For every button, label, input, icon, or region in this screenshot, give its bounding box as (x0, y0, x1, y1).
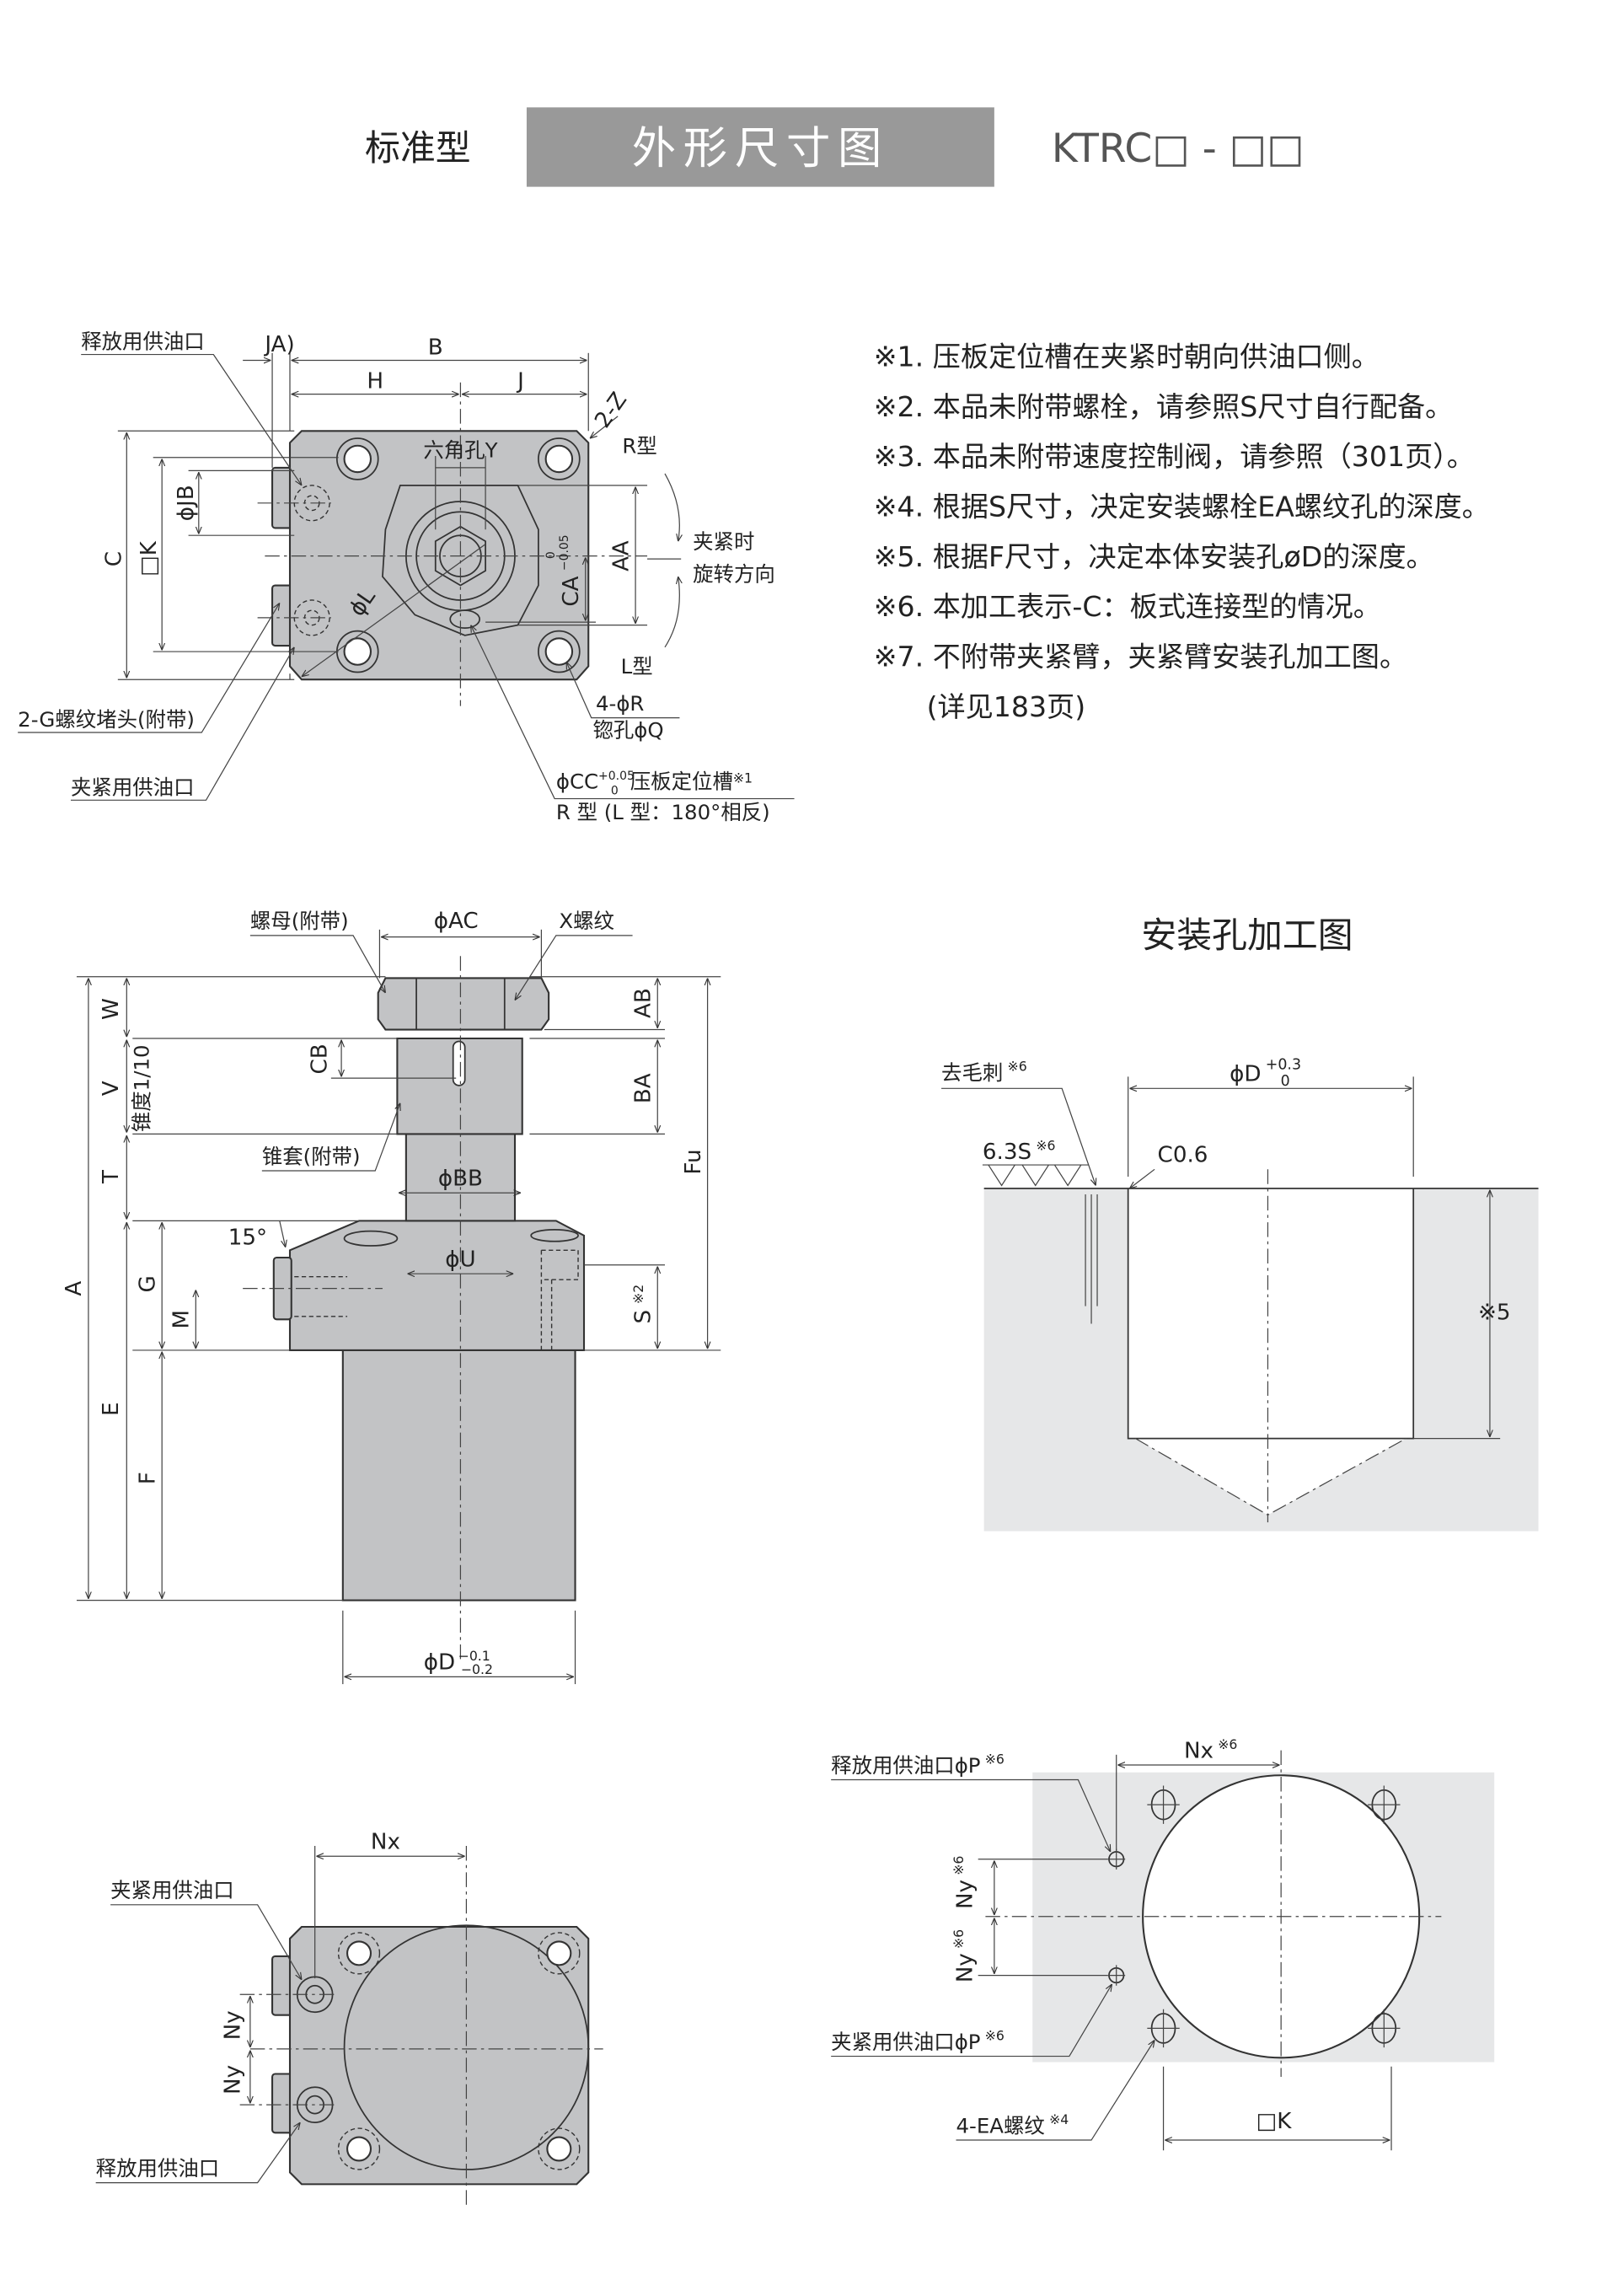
note-3: ※3. 本品未附带速度控制阀，请参照（301页）。 (874, 440, 1475, 473)
dim-cb: CB (308, 1043, 333, 1074)
dim-w: W (99, 998, 124, 1020)
dim-fu: Fu (681, 1149, 706, 1174)
center-lines (257, 382, 648, 706)
l-type-label: L型 (621, 654, 653, 679)
roughness-label: 6.3S※6 (983, 1138, 1056, 1165)
dim-f: F (135, 1472, 160, 1484)
plate-dim-ny-upper: Ny※6 (951, 1856, 978, 1909)
counterbore-label: 锪孔ϕQ (592, 717, 663, 742)
plate-release-port-label: 释放用供油口ϕP※6 (831, 1751, 1005, 1777)
bottom-release-port-label: 释放用供油口 (96, 2156, 220, 2181)
dim-ca: CA (559, 576, 584, 606)
note-4: ※4. 根据S尺寸，决定安装螺栓EA螺纹孔的深度。 (874, 491, 1490, 523)
taper-label: 锥度1/10 (129, 1044, 153, 1132)
mount-hole-title: 安装孔加工图 (1141, 915, 1353, 956)
dim-d: ϕD−0.1−0.2 (424, 1648, 493, 1677)
dim-m: M (169, 1310, 195, 1329)
dim-ca-tol: 0−0.05 (544, 534, 571, 571)
note-1: ※1. 压板定位槽在夹紧时朝向供油口侧。 (874, 341, 1380, 373)
sleeve-label: 锥套(附带) (262, 1144, 361, 1168)
dim-t: T (99, 1169, 124, 1184)
dim-2z: 2-Z (590, 388, 632, 432)
port-machining-view: 释放用供油口ϕP※6 夹紧用供油口ϕP※6 Nx※6 Ny※6 Ny※6 4-E… (831, 1736, 1495, 2151)
thread-label: X螺纹 (559, 909, 614, 933)
page-title: 外形尺寸图 (632, 123, 889, 174)
bolt-holes (335, 437, 581, 673)
plate-clamp-port-label: 夹紧用供油口ϕP※6 (831, 2027, 1005, 2053)
dim-u: ϕU (445, 1247, 475, 1272)
bottom-clamp-port-label: 夹紧用供油口 (110, 1878, 234, 1902)
note-7: ※7. 不附带夹紧臂，夹紧臂安装孔加工图。 (874, 641, 1407, 673)
angle-label: 15° (228, 1225, 267, 1250)
bolt-hole-label: 4-ϕR (596, 691, 644, 716)
bottom-plate (288, 1925, 590, 2186)
bottom-bolt-holes (337, 1932, 581, 2170)
dimension-lines (18, 352, 795, 801)
title-banner (526, 107, 994, 187)
dim-h: H (367, 369, 383, 394)
notes-list: ※1. 压板定位槽在夹紧时朝向供油口侧。 ※2. 本品未附带螺栓，请参照S尺寸自… (874, 341, 1490, 723)
plate-dim-nx: Nx※6 (1184, 1736, 1237, 1763)
side-dimension-lines (76, 929, 721, 1685)
dim-ny-upper: Ny (221, 2010, 246, 2040)
dim-c: C (101, 551, 126, 566)
note-7-ref: (详见183页) (927, 690, 1086, 723)
dim-ab: AB (631, 988, 656, 1018)
drilled-hole (1128, 1188, 1414, 1515)
cylinder-body (341, 1349, 576, 1601)
dim-ac: ϕAC (434, 909, 479, 934)
roughness-symbol-icon (982, 1164, 1089, 1187)
deburr-label: 去毛刺※6 (941, 1058, 1027, 1084)
dim-bb: ϕBB (438, 1166, 483, 1191)
rotation-label-2: 旋转方向 (693, 561, 775, 586)
dim-e: E (99, 1402, 124, 1416)
hex-hole-label: 六角孔Y (423, 438, 497, 463)
clamp-port-label: 夹紧用供油口 (71, 775, 195, 799)
rotation-label-1: 夹紧时 (693, 529, 754, 554)
side-view: 螺母(附带) ϕAC X螺纹 A W V 锥度1/10 T E G F M 锥套… (62, 909, 721, 1685)
release-port-label: 释放用供油口 (81, 330, 205, 354)
dim-s: S※2 (630, 1285, 656, 1324)
dim-k: □K (137, 540, 162, 577)
dim-v: V (99, 1081, 124, 1096)
dim-ba: BA (631, 1073, 656, 1103)
rotation-arrow-icon (664, 473, 679, 541)
dim-nx: Nx (371, 1830, 400, 1855)
note-6: ※6. 本加工表示-C：板式连接型的情况。 (874, 590, 1381, 623)
top-view: 释放用供油口 JA) B H J 2-Z C □K ϕJB ϕL 六角孔Y CA… (18, 330, 795, 824)
dim-jb: ϕJB (174, 485, 199, 521)
dim-g: G (135, 1275, 160, 1292)
bottom-view: 夹紧用供油口 释放用供油口 Nx Ny Ny (95, 1830, 603, 2207)
nut (377, 977, 550, 1031)
plate-dim-ny-lower: Ny※6 (951, 1929, 978, 1982)
plate-dim-k: □K (1256, 2109, 1292, 2134)
nut-label: 螺母(附带) (250, 909, 349, 933)
note-5: ※5. 根据F尺寸，决定本体安装孔øD的深度。 (874, 540, 1434, 573)
ea-thread-label: 4-EA螺纹※4 (956, 2111, 1069, 2138)
body-plate (288, 430, 590, 681)
plug-label: 2-G螺纹堵头(附带) (18, 707, 195, 732)
model-code: KTRC□ - □□ (1052, 126, 1305, 172)
note-2: ※2. 本品未附带螺栓，请参照S尺寸自行配备。 (874, 390, 1454, 423)
dim-j: J (516, 369, 524, 394)
cc-orientation-label: R 型 (L 型：180°相反) (556, 800, 770, 824)
dim-ja: JA) (263, 332, 294, 357)
page-header: 标准型 外形尺寸图 KTRC□ - □□ (365, 107, 1305, 187)
r-type-label: R型 (622, 433, 656, 458)
type-label: 标准型 (365, 127, 471, 169)
dim-ny-lower: Ny (221, 2065, 246, 2095)
dim-b: B (428, 335, 443, 361)
dim-a: A (62, 1281, 87, 1296)
dim-aa: AA (608, 540, 634, 571)
depth-note: ※5 (1478, 1300, 1511, 1325)
ea-thread-holes (1147, 1785, 1401, 2048)
chamfer-label: C0.6 (1158, 1143, 1208, 1168)
